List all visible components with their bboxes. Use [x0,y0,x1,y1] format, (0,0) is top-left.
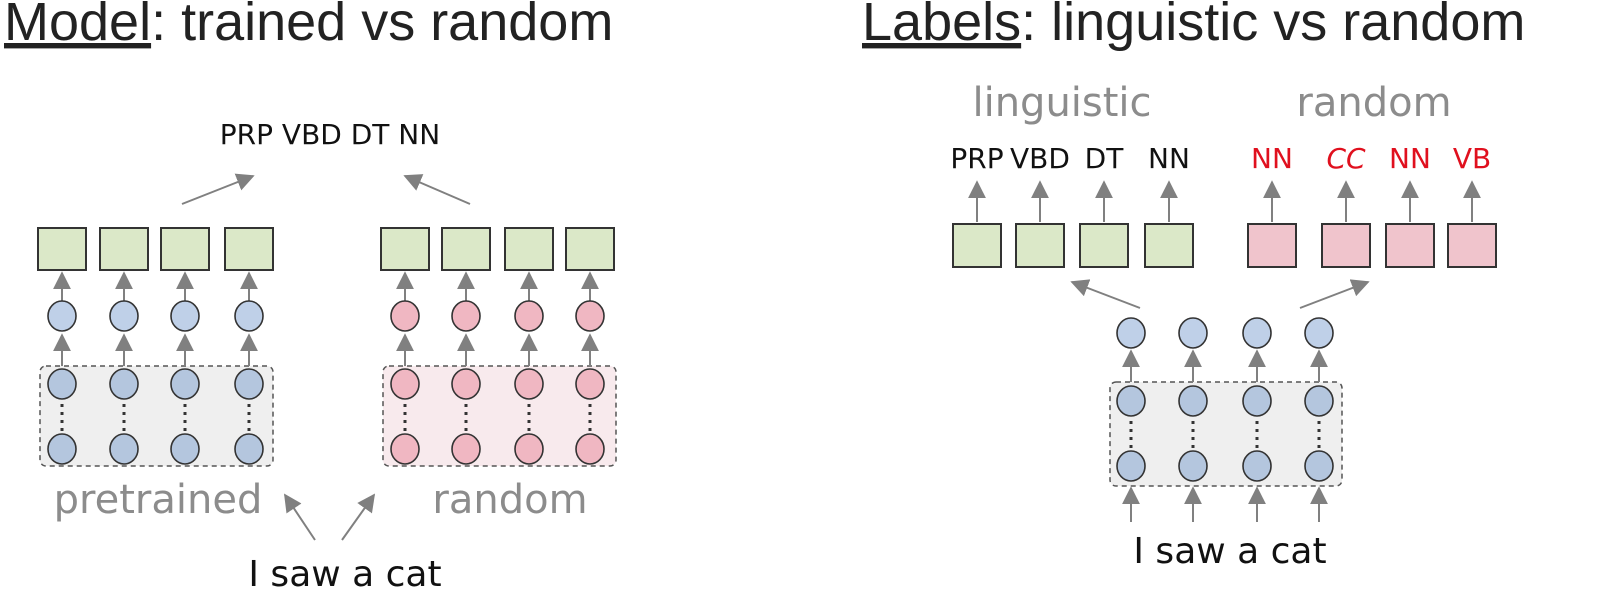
pretrained-col-2-classifier-box [99,227,149,271]
arrow-pretrained-to-tags [181,173,255,205]
right-classifier-boxes [952,180,1497,268]
arrow-encoder-to-linguistic [1070,279,1141,309]
pretrained-col-4-probe-node [234,300,264,332]
random-col-2-top-layer-node [451,368,481,400]
random-col-1-probe-node [390,300,420,332]
encoder-panel [1109,381,1343,487]
arrow-random-to-tags [403,174,471,205]
pretrained-col-3-probe-node [170,300,200,332]
random-col-3-top-layer-node [514,368,544,400]
encoder-col-1-bottom-layer-node [1116,450,1146,482]
encoder-col-3-top-layer-node [1242,385,1272,417]
pretrained-col-4-classifier-box [224,227,274,271]
random-col-1-classifier-box [380,227,430,271]
arrow-sentence-to-random [341,493,376,541]
arrow-encoder-to-random [1299,279,1370,309]
left-panel: Model: trained vs random PRP VBD DT NN p… [4,0,617,595]
encoder-col-2-probe-node [1178,317,1208,349]
left-input-sentence: I saw a cat [248,554,441,595]
right-panel: Labels: linguistic vs random linguistic … [862,0,1525,572]
random-model-label: random [432,477,587,523]
pretrained-col-3-bottom-layer-node [170,433,200,465]
linguistic-tag-4: NN [1148,142,1190,175]
left-title-rest: : trained vs random [151,0,613,52]
left-model-columns [37,227,615,465]
encoder-col-3-bottom-layer-node [1242,450,1272,482]
encoder-col-4-bottom-layer-node [1304,450,1334,482]
left-title: Model: trained vs random [4,0,613,52]
random-col-2-bottom-layer-node [451,433,481,465]
encoder-col-1-probe-node [1116,317,1146,349]
pretrained-col-3-top-layer-node [170,368,200,400]
linguistic-tag-3: DT [1085,142,1125,175]
random-model-panel [382,365,617,467]
arrow-sentence-to-pretrained [284,493,316,541]
right-input-sentence: I saw a cat [1133,531,1326,572]
pretrained-col-1-classifier-box [37,227,87,271]
random-col-2-probe-node [451,300,481,332]
encoder-col-3-probe-node [1242,317,1272,349]
random-tag-2: CC [1326,142,1366,175]
pretrained-model-panel [39,365,274,467]
random-label-col-1-classifier-box [1247,223,1297,268]
random-col-4-bottom-layer-node [575,433,605,465]
encoder-col-4-probe-node [1304,317,1334,349]
random-col-4-classifier-box [565,227,615,271]
right-title-underlined: Labels [862,0,1021,52]
random-labels-label: random [1296,80,1451,126]
pretrained-col-2-probe-node [109,300,139,332]
pretrained-col-2-top-layer-node [109,368,139,400]
linguistic-tag-1: PRP [950,142,1003,175]
random-tag-1: NN [1251,142,1293,175]
random-col-4-probe-node [575,300,605,332]
linguistic-col-3-classifier-box [1079,223,1129,268]
right-encoder-columns [1116,317,1334,522]
encoder-col-2-bottom-layer-node [1178,450,1208,482]
pretrained-col-2-bottom-layer-node [109,433,139,465]
random-col-3-probe-node [514,300,544,332]
random-col-2-classifier-box [441,227,491,271]
pretrained-col-1-top-layer-node [47,368,77,400]
random-col-1-top-layer-node [390,368,420,400]
linguistic-label: linguistic [972,80,1151,126]
random-tag-4: VB [1453,142,1491,175]
random-label-col-4-classifier-box [1447,223,1497,268]
pretrained-col-1-bottom-layer-node [47,433,77,465]
encoder-col-1-top-layer-node [1116,385,1146,417]
linguistic-tag-2: VBD [1010,142,1070,175]
linguistic-col-1-classifier-box [952,223,1002,268]
right-title: Labels: linguistic vs random [862,0,1525,52]
random-label-col-3-classifier-box [1385,223,1435,268]
encoder-col-2-top-layer-node [1178,385,1208,417]
left-pos-tags: PRP VBD DT NN [220,118,440,151]
pretrained-col-4-bottom-layer-node [234,433,264,465]
random-tag-3: NN [1389,142,1431,175]
linguistic-col-4-classifier-box [1144,223,1194,268]
random-col-4-top-layer-node [575,368,605,400]
random-col-3-classifier-box [504,227,554,271]
random-col-3-bottom-layer-node [514,433,544,465]
linguistic-col-2-classifier-box [1015,223,1065,268]
left-title-underlined: Model [4,0,151,52]
pretrained-col-4-top-layer-node [234,368,264,400]
pretrained-col-3-classifier-box [160,227,210,271]
random-label-col-2-classifier-box [1321,223,1371,268]
pretrained-label: pretrained [54,477,263,523]
random-col-1-bottom-layer-node [390,433,420,465]
pretrained-col-1-probe-node [47,300,77,332]
right-title-rest: : linguistic vs random [1021,0,1525,52]
encoder-col-4-top-layer-node [1304,385,1334,417]
